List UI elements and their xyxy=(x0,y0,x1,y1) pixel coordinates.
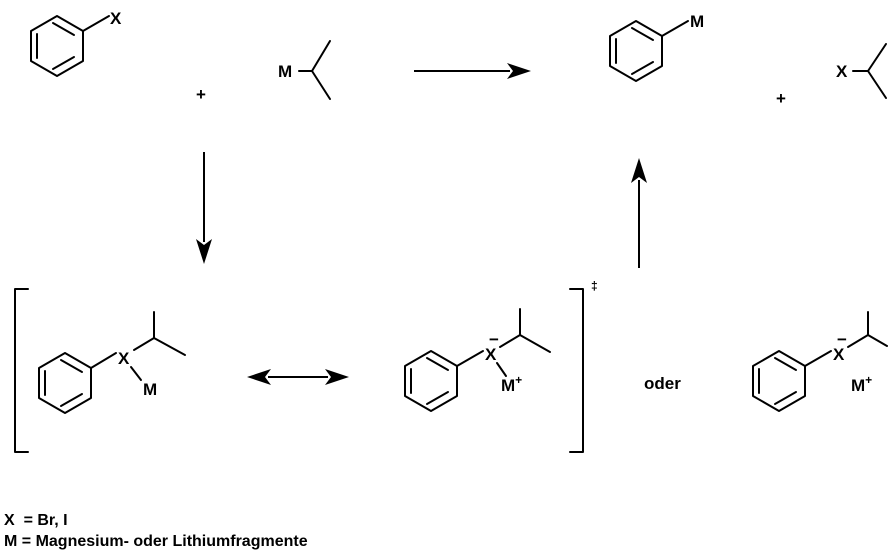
label-m: M xyxy=(690,12,704,31)
reactant-aryl-halide: X xyxy=(30,9,122,77)
plus-sign: + xyxy=(196,85,206,104)
reactant-isopropyl-metal: M xyxy=(278,40,331,100)
arrow-down xyxy=(196,152,212,264)
bracket-left xyxy=(14,288,29,453)
transition-state-dagger: ‡ xyxy=(591,279,598,293)
legend-m-definition: M = Magnesium- oder Lithiumfragmente xyxy=(4,533,308,550)
label-m: M xyxy=(143,380,157,399)
label-x: X xyxy=(485,345,497,364)
negative-charge: − xyxy=(489,330,499,349)
arrow-up xyxy=(631,158,647,268)
transition-structure-ate: X − M+ xyxy=(404,308,551,412)
label-m-cation: M+ xyxy=(851,373,872,395)
label-x: X xyxy=(110,9,122,28)
negative-charge: − xyxy=(837,330,847,349)
label-x: X xyxy=(118,349,130,368)
ate-complex-intermediate: X − M+ xyxy=(752,311,888,412)
product-aryl-metal: M xyxy=(609,12,704,82)
reaction-arrow-right xyxy=(414,63,531,79)
plus-sign: + xyxy=(776,89,786,108)
oder-label: oder xyxy=(644,374,681,393)
label-m-cation: M+ xyxy=(501,373,522,395)
resonance-arrow xyxy=(247,369,349,385)
label-x: X xyxy=(833,345,845,364)
product-isopropyl-halide: X xyxy=(836,43,887,99)
transition-structure-neutral: X M xyxy=(38,311,186,414)
bracket-right xyxy=(569,288,584,453)
label-m: M xyxy=(278,62,292,81)
legend-x-definition: X = Br, I xyxy=(4,512,68,529)
label-x: X xyxy=(836,62,848,81)
